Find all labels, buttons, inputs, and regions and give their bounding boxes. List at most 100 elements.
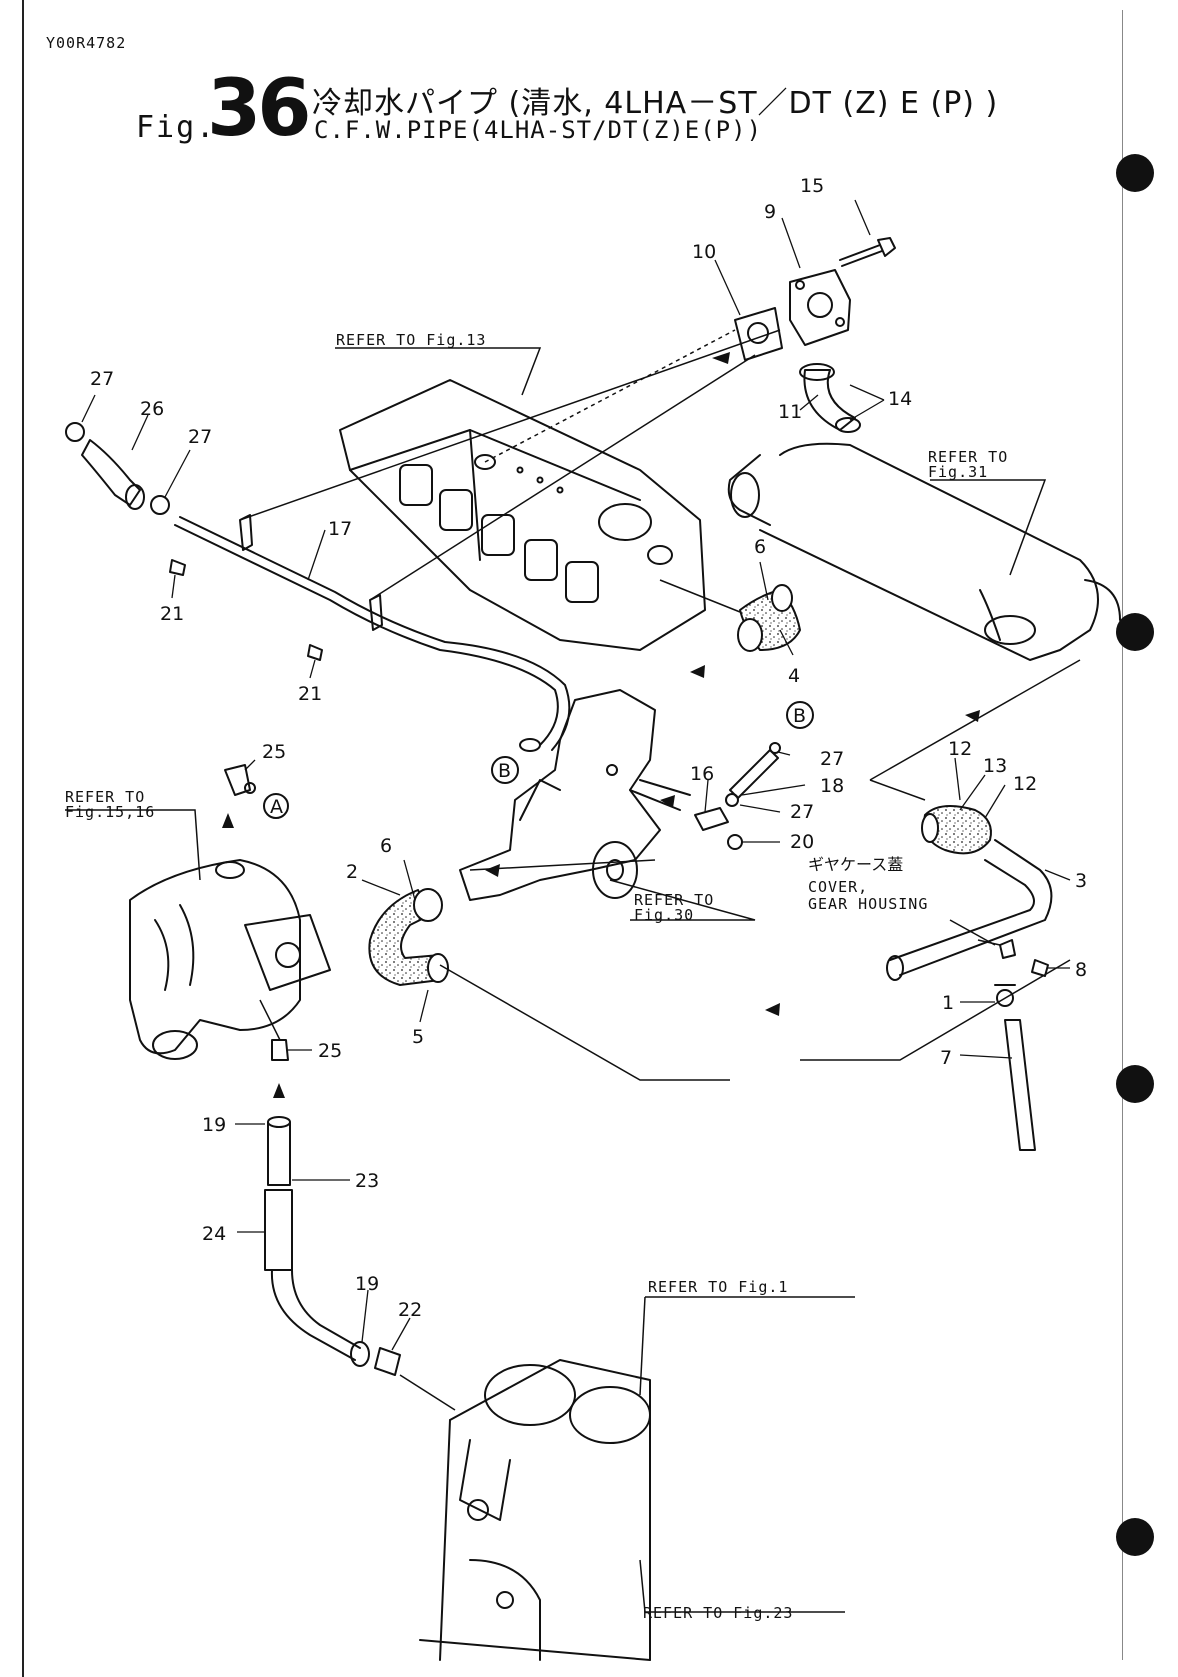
rubber-hose-short: [921, 805, 992, 855]
callout-12: 12: [948, 738, 972, 760]
flow-arrow: [660, 795, 675, 808]
connector-b-label: B: [793, 705, 806, 727]
connector-b-label: B: [498, 760, 511, 782]
callout-2: 2: [346, 861, 358, 883]
bracket: [999, 939, 1016, 959]
bypass-pipe: [174, 514, 571, 752]
bolt: [307, 644, 323, 661]
callout-4: 4: [788, 665, 800, 687]
gear-cover-line1: COVER,: [808, 878, 868, 896]
gear-cover-line2: GEAR HOUSING: [808, 895, 928, 913]
flow-arrows: [222, 352, 980, 1098]
bracket-bolt: [1031, 959, 1049, 977]
callout-24: 24: [202, 1223, 226, 1245]
callout-20: 20: [790, 831, 814, 853]
flow-arrow: [222, 813, 234, 828]
connector-b-marker: [786, 701, 814, 729]
figure-number: 36: [207, 64, 312, 154]
figure-prefix: Fig.: [136, 110, 217, 145]
binder-hole: [1116, 613, 1154, 651]
reference-fig15-line2: Fig.15,16: [65, 803, 155, 821]
callout-3: 3: [1075, 870, 1087, 892]
drain-pipe: [264, 1116, 370, 1367]
reference-fig30-line1: REFER TO: [634, 891, 714, 909]
callout-11: 11: [778, 401, 802, 423]
callout-6: 6: [380, 835, 392, 857]
reference-fig15-line1: REFER TO: [65, 788, 145, 806]
callout-8: 8: [1075, 959, 1087, 981]
page-code: Y00R4782: [46, 34, 127, 52]
callout-27: 27: [90, 368, 114, 390]
elbow-pipe: [799, 363, 861, 433]
figure-title-japanese: 冷却水パイプ (清水, 4LHA－ST／DT (Z) E (P) ): [312, 86, 999, 121]
hose-clamp: [65, 422, 85, 442]
callout-17: 17: [328, 518, 352, 540]
left-margin-rule: [22, 0, 24, 1677]
flow-arrow: [965, 710, 980, 722]
rubber-hose: [737, 584, 801, 652]
callout-5: 5: [412, 1026, 424, 1048]
hose-clamp: [725, 793, 739, 807]
callout-7: 7: [940, 1047, 952, 1069]
callout-21: 21: [298, 683, 322, 705]
flow-arrow: [273, 1083, 285, 1098]
callout-26: 26: [140, 398, 164, 420]
callout-12: 12: [1013, 773, 1037, 795]
turbocharger-housing: [129, 859, 331, 1060]
thermostat-housing: [789, 269, 851, 346]
callout-16: 16: [690, 763, 714, 785]
binder-hole: [1116, 1065, 1154, 1103]
rubber-hose-bend: [368, 888, 449, 986]
reference-fig23: REFER TO Fig.23: [643, 1604, 793, 1622]
callout-19: 19: [202, 1114, 226, 1136]
flow-arrow: [765, 1003, 780, 1016]
gasket: [734, 307, 783, 361]
right-margin-rule: [1122, 10, 1123, 1660]
binder-hole: [1116, 1518, 1154, 1556]
figure-title-english: C.F.W.PIPE(4LHA-ST/DT(Z)E(P)): [314, 116, 763, 144]
connector-b-marker: [491, 756, 519, 784]
binder-hole: [1116, 154, 1154, 192]
callout-23: 23: [355, 1170, 379, 1192]
hose-clamp: [769, 742, 781, 754]
callout-18: 18: [820, 775, 844, 797]
reference-fig31-line1: REFER TO: [928, 448, 1008, 466]
joint-fitting: [694, 807, 743, 850]
callout-27: 27: [790, 801, 814, 823]
callout-25: 25: [262, 741, 286, 763]
hose-clamp: [150, 495, 170, 515]
reference-fig13: REFER TO Fig.13: [336, 331, 486, 349]
callout-21: 21: [160, 603, 184, 625]
callout-25: 25: [318, 1040, 342, 1062]
drain-cock: [994, 984, 1016, 1007]
callout-14: 14: [888, 388, 912, 410]
reference-fig1: REFER TO Fig.1: [648, 1278, 788, 1296]
callout-27: 27: [820, 748, 844, 770]
bolt: [169, 559, 186, 576]
callout-10: 10: [692, 241, 716, 263]
short-hose: [81, 439, 145, 510]
callout-19: 19: [355, 1273, 379, 1295]
callout-27: 27: [188, 426, 212, 448]
flow-arrow: [712, 352, 730, 364]
callout-9: 9: [764, 201, 776, 223]
bolt: [839, 237, 896, 267]
straight-fitting: [271, 1039, 289, 1061]
callout-15: 15: [800, 175, 824, 197]
water-pipe: [886, 839, 1053, 981]
callout-6: 6: [754, 536, 766, 558]
callout-13: 13: [983, 755, 1007, 777]
connector-a-marker: [263, 793, 289, 819]
exhaust-cooler: [727, 442, 1121, 661]
reference-fig31-line2: Fig.31: [928, 463, 988, 481]
flow-arrow: [690, 665, 705, 678]
cylinder-head-manifold: [339, 379, 706, 651]
cylinder-block: [419, 1359, 651, 1661]
gear-cover-japanese: ギヤケース蓋: [808, 855, 903, 874]
callout-1: 1: [942, 992, 954, 1014]
reference-fig30-line2: Fig.30: [634, 906, 694, 924]
drain-hose: [1004, 1019, 1036, 1151]
callout-22: 22: [398, 1299, 422, 1321]
flow-arrow: [485, 864, 500, 877]
